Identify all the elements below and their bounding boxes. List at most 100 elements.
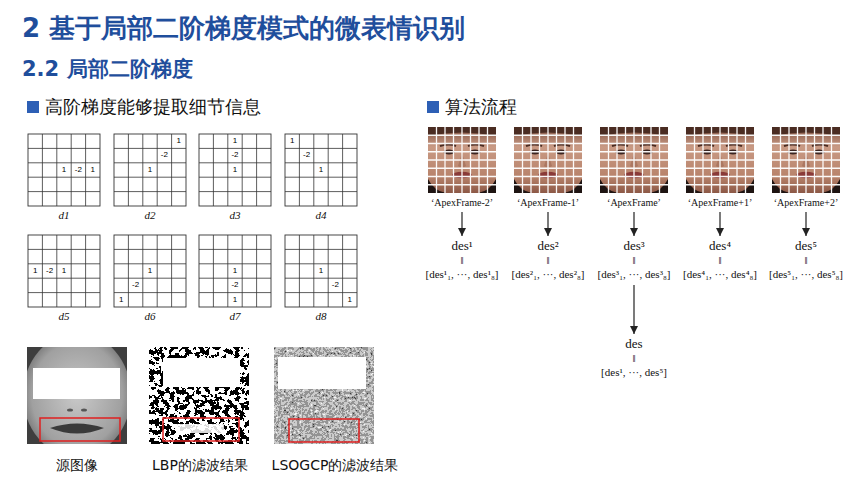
equals-mark: ‖ bbox=[587, 352, 681, 364]
kernel-weight: -2 bbox=[157, 148, 171, 162]
descriptor-vector: [des³₁, ···, des³₈] bbox=[587, 266, 681, 282]
face-image bbox=[600, 127, 668, 193]
frame-node: ‘ApexFrame’ bbox=[590, 127, 678, 209]
mouth-highlight bbox=[176, 424, 224, 433]
equals-mark: ‖ bbox=[501, 254, 595, 266]
kernel-weight: 1 bbox=[314, 264, 328, 278]
kernel-name: d3 bbox=[199, 209, 271, 221]
kernel-weight: -2 bbox=[128, 278, 142, 292]
face-image bbox=[772, 127, 840, 193]
descriptor-node: des‖[des¹, ···, des⁵] bbox=[587, 336, 681, 380]
descriptor-symbol: des⁴ bbox=[673, 238, 767, 254]
kernel-weight: 1 bbox=[343, 293, 357, 307]
flow-arrow bbox=[547, 212, 548, 236]
kernel-weight: 1 bbox=[57, 163, 71, 177]
descriptor-node: des²‖[des²₁, ···, des²₈] bbox=[501, 238, 595, 282]
image-caption: 源图像 bbox=[17, 457, 137, 475]
equals-mark: ‖ bbox=[759, 254, 853, 266]
kernel-name: d8 bbox=[285, 310, 357, 322]
bullet-square bbox=[27, 101, 39, 113]
flow-arrow bbox=[461, 212, 462, 236]
face-image bbox=[514, 127, 582, 193]
mask-box bbox=[163, 358, 240, 387]
kernel-name: d6 bbox=[114, 310, 186, 322]
descriptor-node: des⁵‖[des⁵₁, ···, des⁵₈] bbox=[759, 238, 853, 282]
face-image bbox=[686, 127, 754, 193]
kernel-grid bbox=[114, 134, 186, 206]
bullet-text: 高阶梯度能够提取细节信息 bbox=[45, 95, 261, 119]
kernel-weight: 1 bbox=[172, 134, 186, 148]
descriptor-vector: [des⁵₁, ···, des⁵₈] bbox=[759, 266, 853, 282]
descriptor-node: des³‖[des³₁, ···, des³₈] bbox=[587, 238, 681, 282]
kernel-grid bbox=[199, 235, 271, 307]
face-image bbox=[428, 127, 496, 193]
kernel-grid bbox=[114, 235, 186, 307]
bullet-text: 算法流程 bbox=[445, 95, 517, 119]
kernel-weight: -2 bbox=[71, 163, 85, 177]
kernel-weight: 1 bbox=[228, 293, 242, 307]
kernel-grid bbox=[285, 235, 357, 307]
section-heading: 2.2 局部二阶梯度 bbox=[22, 55, 193, 83]
kernel-weight: 1 bbox=[228, 134, 242, 148]
flow-arrow bbox=[633, 212, 634, 236]
kernel-weight: -2 bbox=[228, 278, 242, 292]
kernel-name: d5 bbox=[28, 310, 100, 322]
kernel-grid bbox=[199, 134, 271, 206]
frame-caption: ‘ApexFrame’ bbox=[590, 196, 678, 209]
descriptor-symbol: des¹ bbox=[415, 238, 509, 254]
frame-caption: ‘ApexFrame-2’ bbox=[418, 196, 506, 209]
frame-caption: ‘ApexFrame-1’ bbox=[504, 196, 592, 209]
kernel-weight: 1 bbox=[86, 163, 100, 177]
descriptor-vector: [des¹, ···, des⁵] bbox=[587, 364, 681, 380]
image-caption: LSOGCP的滤波结果 bbox=[254, 457, 416, 475]
region-box bbox=[163, 418, 239, 441]
descriptor-symbol: des³ bbox=[587, 238, 681, 254]
lbp-image bbox=[149, 347, 249, 444]
kernel-weight: 1 bbox=[143, 264, 157, 278]
kernel-weight: 1 bbox=[143, 163, 157, 177]
descriptor-node: des¹‖[des¹₁, ···, des¹₈] bbox=[415, 238, 509, 282]
kernel-weight: 1 bbox=[285, 134, 299, 148]
region-box bbox=[289, 419, 359, 442]
equals-mark: ‖ bbox=[673, 254, 767, 266]
kernel-weight: 1 bbox=[114, 293, 128, 307]
flow-arrow bbox=[805, 212, 806, 236]
kernel-weight: 1 bbox=[28, 264, 42, 278]
kernel-weight: -2 bbox=[42, 264, 56, 278]
descriptor-symbol: des² bbox=[501, 238, 595, 254]
flow-arrow bbox=[633, 285, 634, 334]
descriptor-vector: [des²₁, ···, des²₈] bbox=[501, 266, 595, 282]
descriptor-symbol: des⁵ bbox=[759, 238, 853, 254]
bullet-square bbox=[427, 101, 439, 113]
slide-title: 2 基于局部二阶梯度模式的微表情识别 bbox=[22, 11, 465, 46]
kernel-name: d2 bbox=[114, 209, 186, 221]
descriptor-vector: [des¹₁, ···, des¹₈] bbox=[415, 266, 509, 282]
equals-mark: ‖ bbox=[415, 254, 509, 266]
flow-arrow bbox=[719, 212, 720, 236]
frame-caption: ‘ApexFrame+2’ bbox=[762, 196, 850, 209]
kernel-name: d7 bbox=[199, 310, 271, 322]
source-image bbox=[27, 347, 127, 444]
frame-node: ‘ApexFrame+1’ bbox=[676, 127, 764, 209]
kernel-weight: 1 bbox=[57, 264, 71, 278]
mask-box bbox=[33, 368, 120, 399]
frame-node: ‘ApexFrame-2’ bbox=[418, 127, 506, 209]
kernel-name: d1 bbox=[28, 209, 100, 221]
kernel-weight: 1 bbox=[314, 163, 328, 177]
frame-caption: ‘ApexFrame+1’ bbox=[676, 196, 764, 209]
descriptor-symbol: des bbox=[587, 336, 681, 352]
kernel-name: d4 bbox=[285, 209, 357, 221]
descriptor-vector: [des⁴₁, ···, des⁴₈] bbox=[673, 266, 767, 282]
kernel-grid bbox=[285, 134, 357, 206]
kernel-grid bbox=[28, 134, 100, 206]
descriptor-node: des⁴‖[des⁴₁, ···, des⁴₈] bbox=[673, 238, 767, 282]
mask-box bbox=[278, 357, 366, 389]
region-box bbox=[40, 418, 120, 441]
frame-node: ‘ApexFrame-1’ bbox=[504, 127, 592, 209]
kernel-weight: -2 bbox=[228, 148, 242, 162]
image-caption: LBP的滤波结果 bbox=[129, 457, 271, 475]
kernel-weight: 1 bbox=[228, 163, 242, 177]
equals-mark: ‖ bbox=[587, 254, 681, 266]
kernel-weight: -2 bbox=[328, 278, 342, 292]
